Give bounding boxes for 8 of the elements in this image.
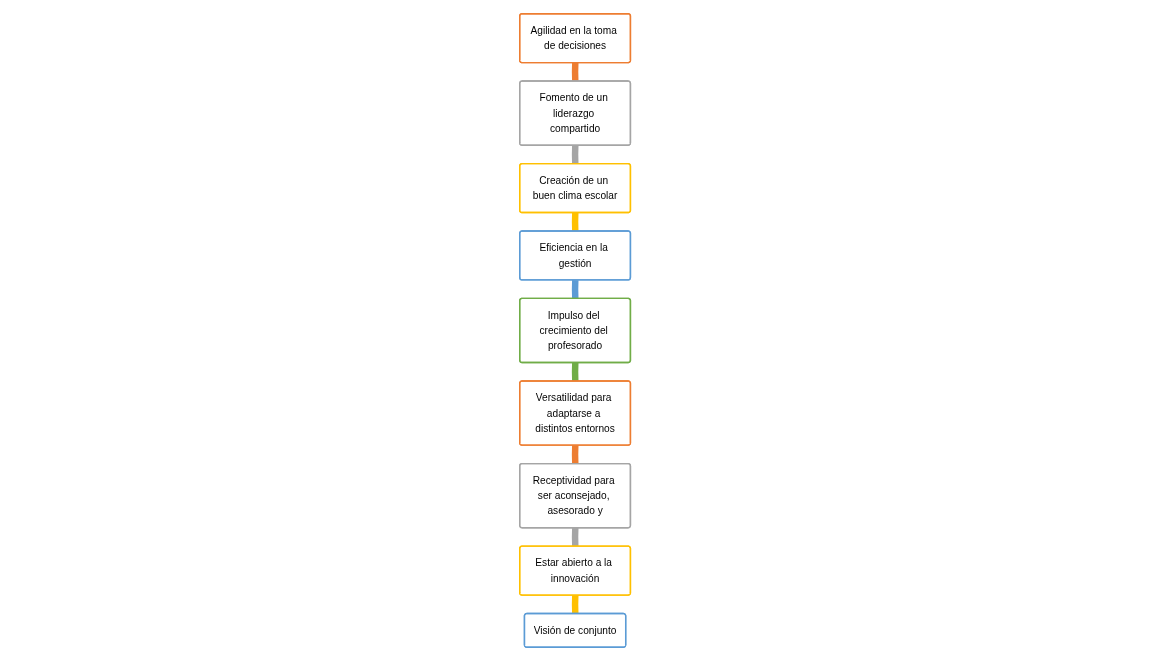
connector bbox=[572, 62, 579, 82]
connector bbox=[572, 527, 579, 547]
connector bbox=[572, 445, 579, 464]
connector bbox=[572, 595, 579, 614]
connector bbox=[572, 212, 579, 232]
connector bbox=[572, 145, 579, 164]
connector bbox=[572, 362, 579, 382]
connector bbox=[572, 280, 579, 299]
